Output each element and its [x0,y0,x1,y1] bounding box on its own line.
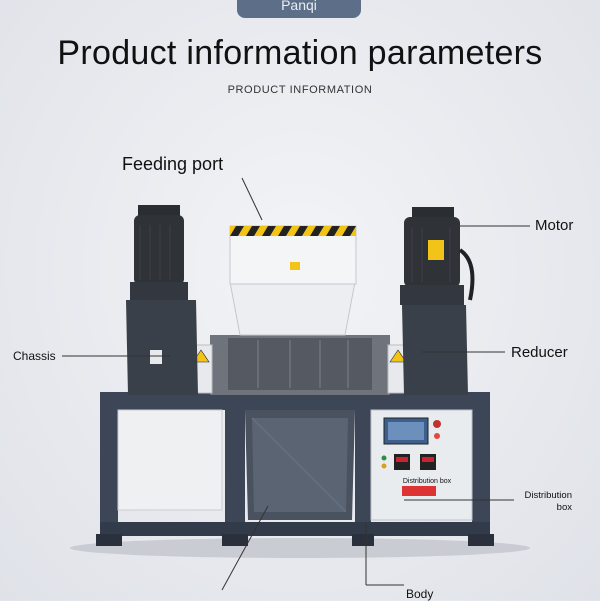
label-distribution-box: Distribution box [512,490,572,514]
page-subtitle: PRODUCT INFORMATION [227,84,373,96]
frame [96,392,494,546]
distribution-box [370,409,473,521]
right-motor [400,207,475,395]
page-title: Product information parameters [57,34,543,72]
label-chassis: Chassis [13,349,56,363]
floor-shadow [70,538,530,558]
label-motor: Motor [535,217,574,234]
right-reducer [402,305,468,395]
brand-tab: Panqi [237,0,361,18]
warning-triangle-right [389,349,407,363]
emergency-stop-button [433,420,441,428]
label-distribution-box-line2: box [556,502,572,513]
left-side-panel [117,409,223,511]
label-body: Body [406,587,434,601]
cutting-chamber [189,335,411,395]
panel-caption: Distribution box [403,478,452,485]
warning-plate [402,486,436,496]
callout-lines [62,177,530,591]
left-reducer [126,300,198,395]
label-distribution-box-line1: Distribution [524,490,572,501]
label-feeding-port: Feeding port [122,154,224,174]
feeding-hopper [229,225,357,336]
label-reducer: Reducer [511,344,568,361]
discharge-chute [245,410,355,520]
left-motor [126,205,198,395]
